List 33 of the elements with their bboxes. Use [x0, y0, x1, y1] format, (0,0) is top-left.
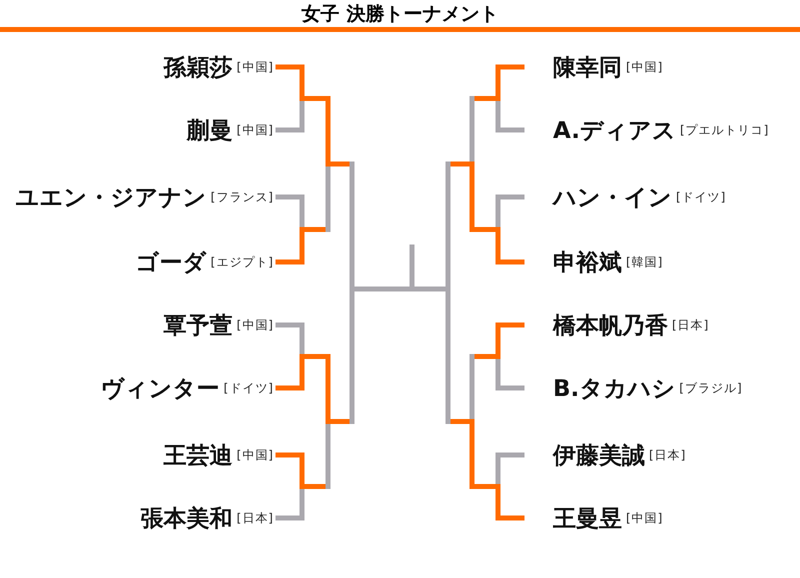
player-name: 伊藤美誠 — [553, 442, 645, 470]
country-label: [フランス] — [210, 188, 274, 206]
player-name: ゴーダ — [136, 248, 207, 278]
player-name: 陳幸同 — [553, 54, 622, 82]
country-label: [中国] — [236, 58, 274, 76]
country-label: [エジプト] — [210, 254, 274, 270]
player-name: 申裕斌 — [553, 248, 622, 278]
player-name: 張本美和 — [140, 504, 233, 534]
player-name: 蒯曼 — [186, 116, 233, 146]
player-name: 覃予萱 — [164, 312, 233, 340]
country-label: [プエルトリコ] — [680, 122, 770, 138]
country-label: [中国] — [626, 510, 664, 526]
country-label: [ドイツ] — [224, 380, 274, 396]
player-name: ユエン・ジアナン — [16, 184, 207, 212]
diagram-title: 女子 決勝トーナメント — [300, 2, 500, 26]
country-label: [中国] — [236, 446, 274, 464]
country-label: [日本] — [672, 316, 710, 334]
player-name: ヴィンター — [100, 374, 220, 404]
player-name: 橋本帆乃香 — [553, 312, 668, 340]
player-name: B.タカハシ — [553, 374, 676, 404]
country-label: [日本] — [236, 510, 274, 526]
country-label: [ドイツ] — [676, 188, 726, 206]
player-name: 王芸迪 — [164, 442, 233, 470]
player-name: 王曼昱 — [553, 504, 622, 534]
country-label: [中国] — [626, 58, 664, 76]
country-label: [中国] — [236, 316, 274, 334]
country-label: [中国] — [236, 122, 274, 138]
player-name: 孫穎莎 — [164, 54, 233, 82]
country-label: [ブラジル] — [679, 380, 743, 396]
player-name: A.ディアス — [553, 116, 676, 146]
country-label: [韓国] — [626, 254, 664, 270]
country-label: [日本] — [649, 446, 686, 464]
player-name: ハン・イン — [553, 184, 672, 212]
